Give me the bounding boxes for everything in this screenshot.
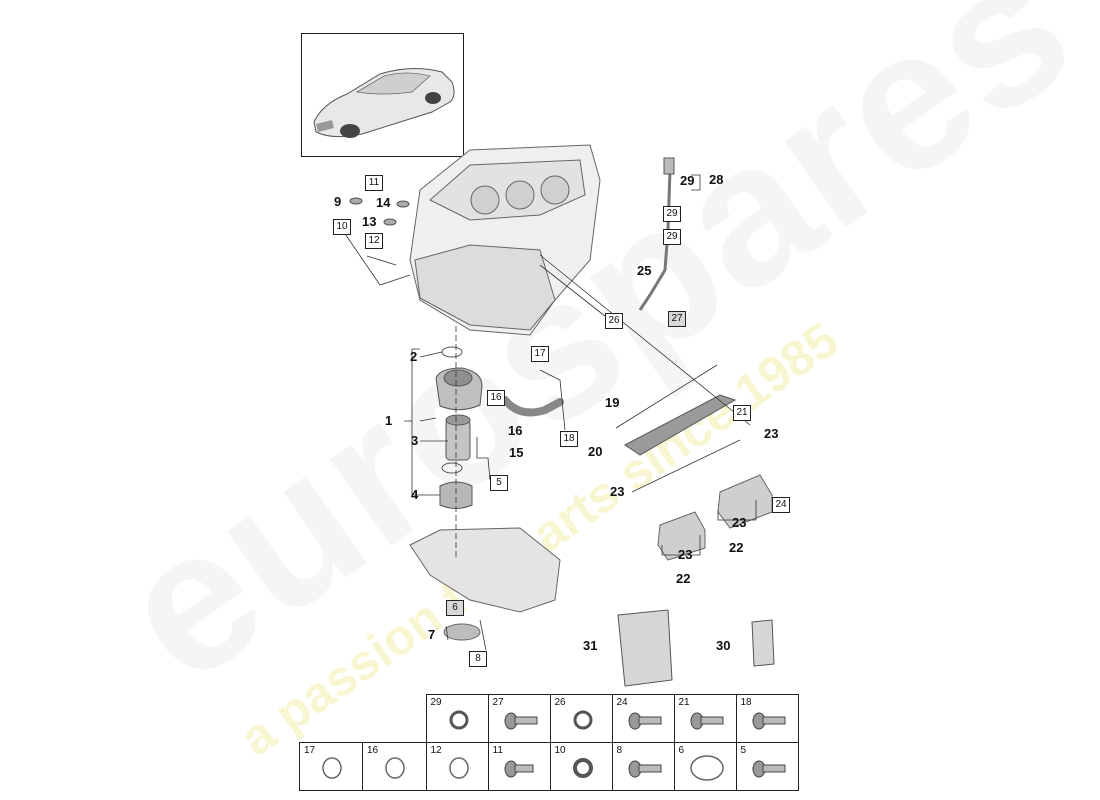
boxed-callout-6: 6 <box>446 600 464 616</box>
sensor-screws <box>349 197 410 226</box>
bolt-icon <box>752 712 785 730</box>
seal-ring-icon <box>322 757 342 779</box>
table-row: 29 27 26 24 21 18 <box>300 694 799 743</box>
engine-block <box>409 144 601 336</box>
table-cell: 24 <box>611 694 675 743</box>
part-number: 24 <box>616 697 628 708</box>
car-illustration <box>313 68 455 138</box>
callout-7: 7 <box>428 627 436 642</box>
callout-15: 15 <box>509 445 524 460</box>
boxed-callout-24: 24 <box>772 497 790 513</box>
boxed-callout-29b: 29 <box>663 229 681 245</box>
table-cell: 17 <box>299 742 363 791</box>
boxed-callout-18: 18 <box>560 431 578 447</box>
bolt-icon <box>752 760 785 778</box>
part-number: 12 <box>430 745 442 756</box>
part-number: 21 <box>678 697 690 708</box>
part-number: 27 <box>492 697 504 708</box>
seal-ring-icon <box>572 758 593 778</box>
part-number: 5 <box>740 745 747 756</box>
leader-lines <box>338 174 757 651</box>
o-ring-icon <box>689 755 724 781</box>
callout-25: 25 <box>637 263 652 278</box>
seal-ring-icon <box>449 710 468 730</box>
table-cell: 27 <box>487 694 551 743</box>
table-cell: 8 <box>611 742 675 791</box>
table-row: 17 16 12 11 10 8 <box>299 742 799 791</box>
oil-canister <box>617 609 673 687</box>
table-cell: 29 <box>425 694 489 743</box>
bolt-icon <box>504 712 537 730</box>
boxed-callout-26: 26 <box>605 313 623 329</box>
boxed-callout-17: 17 <box>531 346 549 362</box>
part-number: 26 <box>554 697 566 708</box>
boxed-callout-5: 5 <box>490 475 508 491</box>
part-number: 6 <box>678 745 685 756</box>
part-number: 8 <box>616 745 623 756</box>
part-number: 16 <box>367 745 379 756</box>
bolt-icon <box>628 712 661 730</box>
table-cell: 26 <box>549 694 613 743</box>
table-cell: 21 <box>673 694 737 743</box>
callout-16: 16 <box>508 423 523 438</box>
part-number: 10 <box>554 745 566 756</box>
oil-rail <box>624 394 737 456</box>
callout-3: 3 <box>411 433 419 448</box>
part-number: 17 <box>304 745 316 756</box>
boxed-callout-29a: 29 <box>663 206 681 222</box>
table-cell: 5 <box>735 742 799 791</box>
part-number: 29 <box>430 697 442 708</box>
boxed-callout-12: 12 <box>365 233 383 249</box>
callout-19: 19 <box>605 395 620 410</box>
callout-1: 1 <box>385 413 393 428</box>
dipstick-handle <box>663 157 675 175</box>
table-cell: 18 <box>735 694 799 743</box>
boxed-callout-11: 11 <box>365 175 383 191</box>
oil-filter-housing <box>435 346 483 509</box>
callout-28: 28 <box>709 172 724 187</box>
callout-14: 14 <box>376 195 391 210</box>
oil-pan-cover <box>409 527 561 641</box>
table-cell: 12 <box>425 742 489 791</box>
boxed-callout-27: 27 <box>668 311 686 327</box>
table-cell: 6 <box>673 742 737 791</box>
part-number: 11 <box>492 745 503 756</box>
callout-23d: 23 <box>610 484 625 499</box>
callout-29: 29 <box>680 173 695 188</box>
callout-4: 4 <box>411 487 419 502</box>
callout-23b: 23 <box>732 515 747 530</box>
callout-22a: 22 <box>676 571 691 586</box>
boxed-callout-16: 16 <box>487 390 505 406</box>
table-cell: 11 <box>487 742 551 791</box>
fasteners-table: 29 27 26 24 21 18 <box>299 694 799 791</box>
seal-ring-icon <box>573 710 592 730</box>
boxed-callout-8: 8 <box>469 651 487 667</box>
boxed-callout-21: 21 <box>733 405 751 421</box>
table-cell: 10 <box>549 742 613 791</box>
vehicle-thumbnail <box>301 33 464 157</box>
callout-23a: 23 <box>678 547 693 562</box>
seal-ring-icon <box>448 757 469 779</box>
bolt-icon <box>504 760 533 778</box>
callout-31: 31 <box>583 638 598 653</box>
coolant-hose <box>501 396 564 417</box>
callout-2: 2 <box>410 349 418 364</box>
oil-bottle <box>751 619 775 667</box>
boxed-callout-10: 10 <box>333 219 351 235</box>
callout-9: 9 <box>334 194 342 209</box>
bolt-icon <box>690 712 723 730</box>
callout-23c: 23 <box>764 426 779 441</box>
callout-20: 20 <box>588 444 603 459</box>
cover-left <box>657 511 706 561</box>
table-cell: 16 <box>362 742 427 791</box>
callout-22b: 22 <box>729 540 744 555</box>
part-number: 18 <box>740 697 752 708</box>
callout-30: 30 <box>716 638 731 653</box>
callout-13: 13 <box>362 214 377 229</box>
bolt-icon <box>628 760 661 778</box>
seal-ring-icon <box>385 757 405 779</box>
